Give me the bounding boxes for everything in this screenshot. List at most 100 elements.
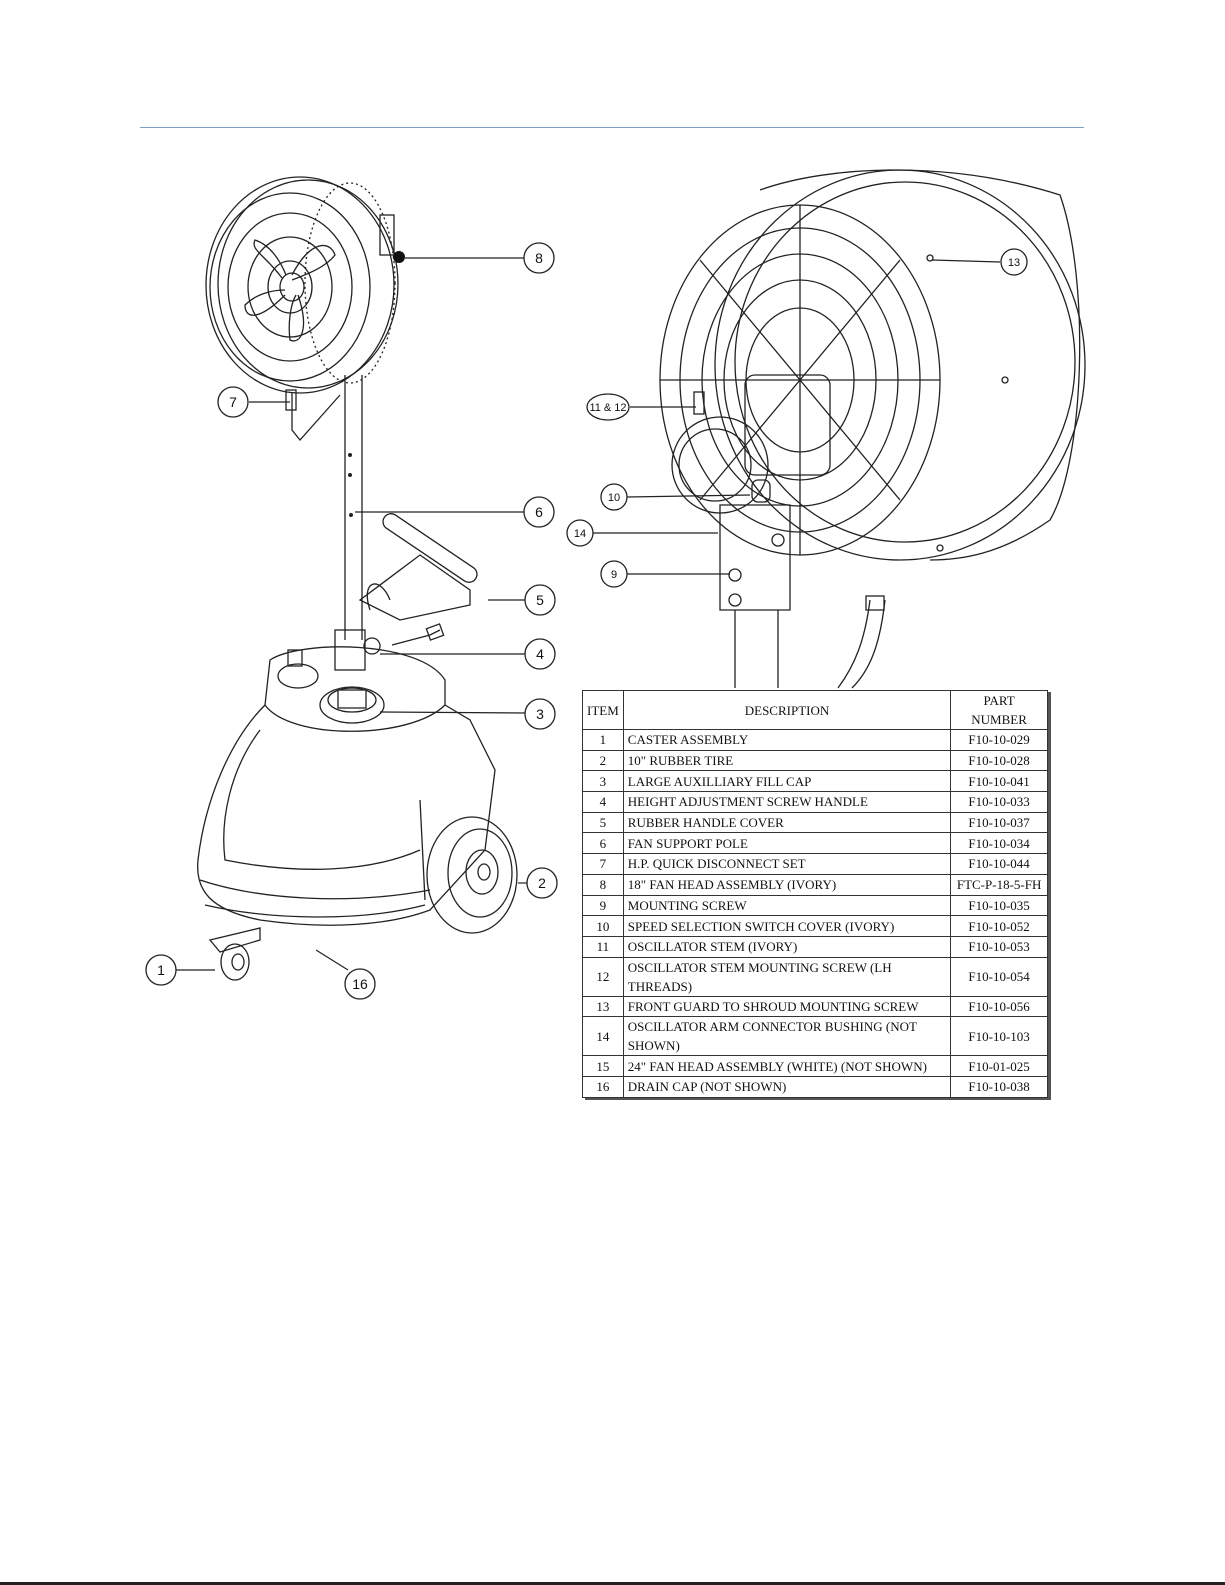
item-cell: 6 [582,832,624,855]
description-cell: OSCILLATOR ARM CONNECTOR BUSHING (NOT SH… [622,1016,952,1057]
description-cell: FAN SUPPORT POLE [622,832,952,855]
part-number-cell: F10-10-052 [950,915,1048,937]
callout-9: 9 [600,560,628,588]
svg-text:16: 16 [352,976,368,992]
item-cell: 10 [582,915,624,937]
item-cell: 15 [582,1055,624,1077]
description-cell: 24" FAN HEAD ASSEMBLY (WHITE) (NOT SHOWN… [622,1055,952,1077]
description-cell: FRONT GUARD TO SHROUD MOUNTING SCREW [622,995,952,1018]
part-number-cell: F10-10-037 [950,811,1048,834]
svg-text:11 & 12: 11 & 12 [589,402,626,414]
item-cell: 1 [582,729,624,751]
part-number-cell: F10-10-103 [950,1016,1048,1057]
part-number-cell: F10-10-035 [950,894,1048,917]
description-cell: LARGE AUXILLIARY FILL CAP [622,770,952,793]
leader-lines [176,257,1001,971]
part-number-cell: F10-01-025 [950,1055,1048,1077]
part-number-cell: F10-10-034 [950,832,1048,855]
part-number-cell: F10-10-038 [950,1075,1048,1098]
callout-10: 10 [600,483,628,511]
description-cell: OSCILLATOR STEM MOUNTING SCREW (LH THREA… [622,956,952,997]
callout-7: 7 [217,386,249,418]
item-cell: 7 [582,853,624,875]
description-cell: H.P. QUICK DISCONNECT SET [622,853,952,875]
svg-text:3: 3 [536,706,544,722]
part-number-cell: F10-10-044 [950,853,1048,875]
column-header-part-number: PART NUMBER [950,690,1048,730]
svg-text:6: 6 [535,504,543,520]
callout-1: 1 [145,954,177,986]
part-number-cell: F10-10-054 [950,956,1048,997]
item-cell: 5 [582,811,624,834]
callout-8: 8 [523,242,555,274]
svg-text:14: 14 [574,528,586,540]
svg-text:1: 1 [157,962,165,978]
column-header-description: DESCRIPTION [622,690,952,730]
footer-rule [0,1582,1225,1585]
item-cell: 14 [582,1016,624,1057]
callout-16: 16 [344,968,376,1000]
callout-2: 2 [526,867,558,899]
part-number-cell: F10-10-056 [950,995,1048,1018]
part-number-cell: F10-10-033 [950,791,1048,813]
callout-5: 5 [524,584,556,616]
description-cell: RUBBER HANDLE COVER [622,811,952,834]
item-cell: 16 [582,1075,624,1098]
callout-4: 4 [524,638,556,670]
svg-text:8: 8 [535,250,543,266]
item-cell: 11 [582,935,624,958]
description-cell: HEIGHT ADJUSTMENT SCREW HANDLE [622,791,952,813]
item-cell: 9 [582,894,624,917]
svg-text:9: 9 [611,569,617,581]
callout-11-12: 11 & 12 [586,393,630,421]
svg-text:4: 4 [536,646,544,662]
svg-text:5: 5 [536,592,544,608]
part-number-cell: F10-10-053 [950,935,1048,958]
description-cell: CASTER ASSEMBLY [622,729,952,751]
callout-6: 6 [523,496,555,528]
item-cell: 8 [582,873,624,896]
description-cell: MOUNTING SCREW [622,894,952,917]
svg-text:2: 2 [538,875,546,891]
item-cell: 12 [582,956,624,997]
item-cell: 13 [582,995,624,1018]
description-cell: 18" FAN HEAD ASSEMBLY (IVORY) [622,873,952,896]
callout-14: 14 [566,519,594,547]
item-cell: 2 [582,749,624,772]
svg-text:13: 13 [1008,257,1020,269]
item-cell: 3 [582,770,624,793]
description-cell: SPEED SELECTION SWITCH COVER (IVORY) [622,915,952,937]
header-rule [140,127,1084,128]
fan-unit-illustration [196,176,518,981]
part-number-cell: F10-10-041 [950,770,1048,793]
part-number-cell: FTC-P-18-5-FH [950,873,1048,896]
part-number-cell: F10-10-029 [950,729,1048,751]
fan-head-rear-illustration [659,169,1086,689]
svg-text:10: 10 [608,492,620,504]
table-header-row: ITEM DESCRIPTION PART NUMBER [582,690,1048,730]
callout-3: 3 [524,698,556,730]
description-cell: DRAIN CAP (NOT SHOWN) [622,1075,952,1098]
callout-13: 13 [1000,248,1028,276]
description-cell: OSCILLATOR STEM (IVORY) [622,935,952,958]
column-header-item: ITEM [582,690,624,730]
item-cell: 4 [582,791,624,813]
svg-text:7: 7 [229,394,237,410]
